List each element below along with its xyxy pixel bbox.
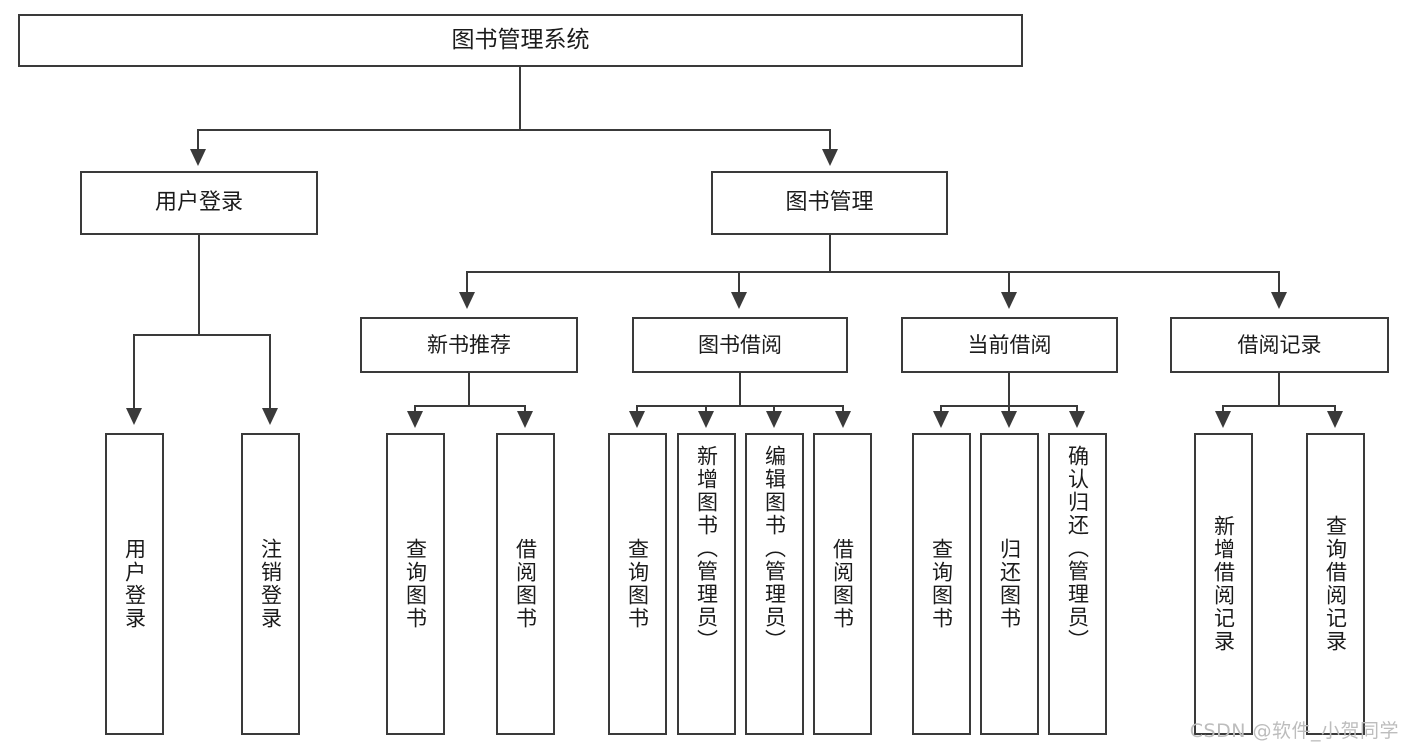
- connector-user-login-leaf2: [269, 334, 271, 409]
- connector-root-bar: [197, 129, 831, 131]
- node-label: 借阅记录: [1237, 332, 1322, 357]
- leaf-current-borrow-confirm[interactable]: 确认归还（管理员）: [1048, 433, 1107, 735]
- connector-book-borrow-leaf1: [636, 405, 638, 412]
- node-book-borrow[interactable]: 图书借阅: [632, 317, 848, 373]
- node-label: 借阅图书: [513, 538, 538, 630]
- connector-user-login-leaf1: [133, 334, 135, 409]
- node-label: 新增图书（管理员）: [694, 445, 719, 652]
- arrowhead-book-mgmt-c1: [459, 292, 475, 309]
- leaf-user-login-signin[interactable]: 用户登录: [105, 433, 164, 735]
- leaf-current-borrow-return[interactable]: 归还图书: [980, 433, 1039, 735]
- node-borrow-record[interactable]: 借阅记录: [1170, 317, 1389, 373]
- connector-book-mgmt-bar: [466, 271, 1280, 273]
- connector-book-mgmt-stem: [829, 235, 831, 273]
- connector-book-borrow-bar: [636, 405, 844, 407]
- connector-book-borrow-leaf4: [842, 405, 844, 412]
- node-label: 查询图书: [403, 538, 428, 630]
- node-label: 当前借阅: [967, 332, 1052, 357]
- leaf-new-book-borrow[interactable]: 借阅图书: [496, 433, 555, 735]
- connector-current-borrow-stem: [1008, 373, 1010, 406]
- node-user-login[interactable]: 用户登录: [80, 171, 318, 235]
- leaf-book-borrow-edit[interactable]: 编辑图书（管理员）: [745, 433, 804, 735]
- arrowhead-user-login-leaf1: [126, 408, 142, 425]
- arrowhead-book-borrow-leaf2: [698, 411, 714, 428]
- node-label: 查询借阅记录: [1323, 515, 1348, 653]
- node-current-borrow[interactable]: 当前借阅: [901, 317, 1118, 373]
- leaf-user-login-signout[interactable]: 注销登录: [241, 433, 300, 735]
- arrowhead-borrow-record-leaf1: [1215, 411, 1231, 428]
- arrowhead-book-mgmt-c2: [731, 292, 747, 309]
- connector-borrow-record-leaf2: [1334, 405, 1336, 412]
- connector-book-borrow-leaf2: [705, 405, 707, 412]
- node-label: 确认归还（管理员）: [1065, 445, 1090, 652]
- connector-book-mgmt-c2: [738, 271, 740, 293]
- connector-user-login-stem: [198, 235, 200, 335]
- node-book-management[interactable]: 图书管理: [711, 171, 948, 235]
- connector-book-borrow-stem: [739, 373, 741, 406]
- connector-new-book-bar: [414, 405, 526, 407]
- connector-current-borrow-leaf2: [1008, 405, 1010, 412]
- node-label: 图书管理系统: [451, 27, 590, 54]
- connector-book-mgmt-c4: [1278, 271, 1280, 293]
- node-label: 用户登录: [154, 190, 243, 216]
- arrowhead-current-borrow-leaf1: [933, 411, 949, 428]
- arrowhead-root-to-user-login: [190, 149, 206, 166]
- leaf-new-book-query[interactable]: 查询图书: [386, 433, 445, 735]
- arrowhead-new-book-leaf2: [517, 411, 533, 428]
- connector-new-book-leaf2: [524, 405, 526, 412]
- connector-current-borrow-leaf3: [1076, 405, 1078, 412]
- arrowhead-current-borrow-leaf3: [1069, 411, 1085, 428]
- node-label: 注销登录: [258, 538, 283, 630]
- leaf-borrow-record-query[interactable]: 查询借阅记录: [1306, 433, 1365, 735]
- node-label: 图书借阅: [698, 332, 782, 357]
- arrowhead-book-borrow-leaf1: [629, 411, 645, 428]
- node-root-system[interactable]: 图书管理系统: [18, 14, 1023, 67]
- arrowhead-current-borrow-leaf2: [1001, 411, 1017, 428]
- connector-borrow-record-leaf1: [1222, 405, 1224, 412]
- arrowhead-book-borrow-leaf4: [835, 411, 851, 428]
- arrowhead-user-login-leaf2: [262, 408, 278, 425]
- arrowhead-borrow-record-leaf2: [1327, 411, 1343, 428]
- node-new-book-recommend[interactable]: 新书推荐: [360, 317, 578, 373]
- connector-root-stem: [519, 67, 521, 130]
- connector-current-borrow-leaf1: [940, 405, 942, 412]
- leaf-book-borrow-add[interactable]: 新增图书（管理员）: [677, 433, 736, 735]
- arrowhead-book-mgmt-c3: [1001, 292, 1017, 309]
- node-label: 借阅图书: [830, 538, 855, 630]
- arrowhead-book-mgmt-c4: [1271, 292, 1287, 309]
- node-label: 新增借阅记录: [1211, 515, 1236, 653]
- connector-new-book-leaf1: [414, 405, 416, 412]
- connector-root-to-book-mgmt: [829, 129, 831, 151]
- leaf-borrow-record-add[interactable]: 新增借阅记录: [1194, 433, 1253, 735]
- arrowhead-root-to-book-mgmt: [822, 149, 838, 166]
- connector-new-book-stem: [468, 373, 470, 406]
- arrowhead-book-borrow-leaf3: [766, 411, 782, 428]
- node-label: 查询图书: [625, 538, 650, 630]
- leaf-current-borrow-query[interactable]: 查询图书: [912, 433, 971, 735]
- node-label: 用户登录: [122, 538, 147, 630]
- node-label: 新书推荐: [427, 332, 511, 357]
- connector-user-login-bar: [133, 334, 270, 336]
- connector-book-mgmt-c3: [1008, 271, 1010, 293]
- connector-borrow-record-stem: [1278, 373, 1280, 406]
- node-label: 图书管理: [785, 190, 874, 216]
- node-label: 查询图书: [929, 538, 954, 630]
- connector-book-mgmt-c1: [466, 271, 468, 293]
- arrowhead-new-book-leaf1: [407, 411, 423, 428]
- node-label: 归还图书: [997, 538, 1022, 630]
- leaf-book-borrow-borrow[interactable]: 借阅图书: [813, 433, 872, 735]
- node-label: 编辑图书（管理员）: [762, 445, 787, 652]
- leaf-book-borrow-query[interactable]: 查询图书: [608, 433, 667, 735]
- connector-borrow-record-bar: [1222, 405, 1336, 407]
- connector-book-borrow-leaf3: [773, 405, 775, 412]
- connector-root-to-user-login: [197, 129, 199, 151]
